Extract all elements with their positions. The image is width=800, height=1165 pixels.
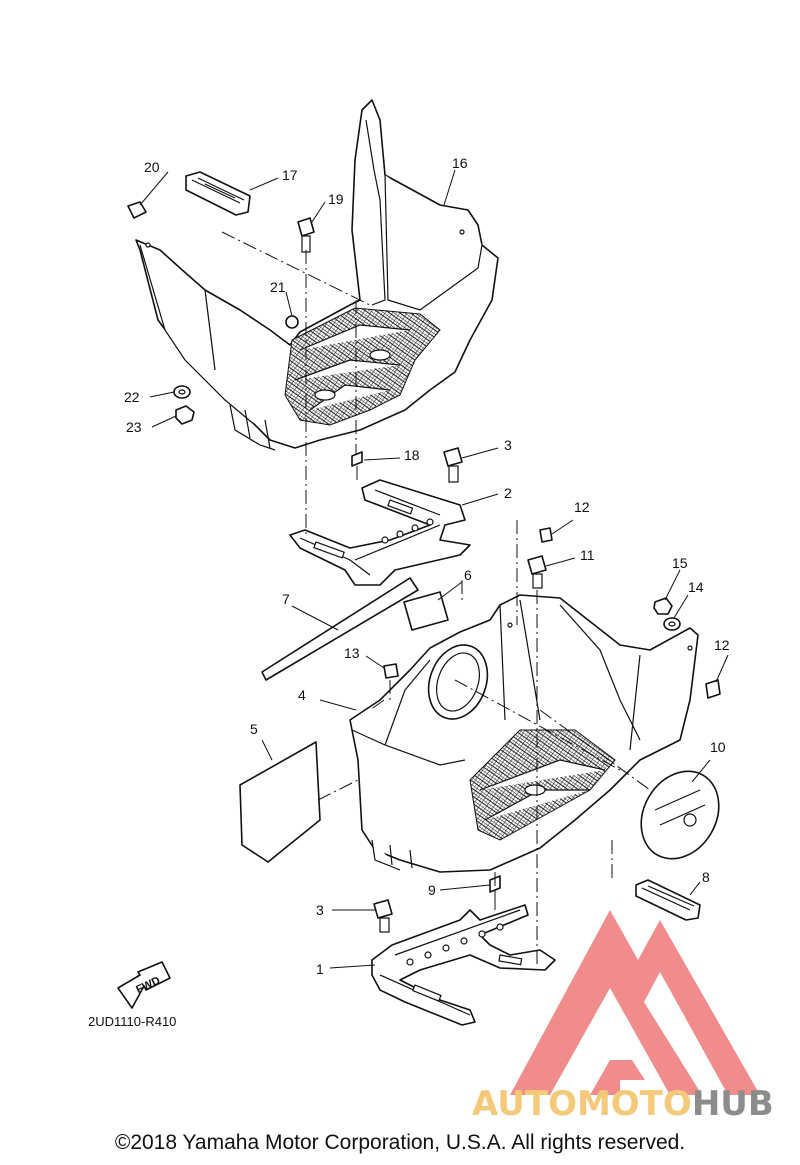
bolt-part-3-lower <box>373 899 393 933</box>
watermark-text: AUTOMOTOHUB <box>472 1084 774 1124</box>
callout-4: 4 <box>298 687 306 703</box>
watermark-text-part2: HUB <box>691 1084 774 1124</box>
callout-11: 11 <box>580 547 595 563</box>
washer-part-14 <box>663 617 681 631</box>
callout-9: 9 <box>428 882 436 898</box>
seal-part-5 <box>239 741 321 863</box>
callout-16: 16 <box>452 155 468 171</box>
screw-part-13 <box>383 663 399 679</box>
callout-20: 20 <box>144 159 160 175</box>
screw-part-12-right <box>705 679 721 699</box>
callout-13: 13 <box>344 645 360 661</box>
seal-part-6 <box>403 591 449 631</box>
callout-3-upper: 3 <box>504 437 512 453</box>
bracket-part-1 <box>371 904 556 1026</box>
callout-19: 19 <box>328 191 344 207</box>
callout-22: 22 <box>124 389 140 405</box>
callout-17: 17 <box>282 167 298 183</box>
leader-lines <box>139 169 729 969</box>
callouts: 20 17 19 16 21 22 23 18 3 2 12 11 15 14 … <box>124 155 730 977</box>
screw-part-21 <box>285 315 299 329</box>
floorboard-upper-part-16 <box>135 99 499 451</box>
step-plate-part-17 <box>185 171 251 216</box>
callout-14: 14 <box>688 579 704 595</box>
callout-12-top: 12 <box>574 499 590 515</box>
cover-part-10 <box>640 770 720 860</box>
watermark-text-part1: AUTOMOTO <box>472 1084 692 1124</box>
callout-8: 8 <box>702 869 710 885</box>
nut-part-23 <box>175 405 195 425</box>
bolt-part-3-upper <box>443 447 463 483</box>
callout-23: 23 <box>126 419 142 435</box>
bolt-part-19 <box>297 217 315 253</box>
rivet-part-18 <box>351 451 363 480</box>
bracket-part-2 <box>289 479 471 586</box>
nut-part-15 <box>653 597 673 615</box>
callout-10: 10 <box>710 739 726 755</box>
callout-5: 5 <box>250 721 258 737</box>
bolt-part-11 <box>527 555 547 589</box>
callout-21: 21 <box>270 279 286 295</box>
drawing-code: 2UD1110-R410 <box>88 1014 177 1029</box>
callout-18: 18 <box>404 447 420 463</box>
callout-15: 15 <box>672 555 688 571</box>
screw-part-12-top <box>539 527 553 543</box>
strip-part-7 <box>261 577 419 681</box>
callout-6: 6 <box>464 567 472 583</box>
callout-1: 1 <box>316 961 324 977</box>
callout-12-right: 12 <box>714 637 730 653</box>
bolt-part-20 <box>127 201 147 219</box>
watermark-logo-icon <box>510 910 760 1095</box>
step-plate-part-8 <box>635 879 701 921</box>
fwd-arrow-icon: FWD <box>117 961 171 1009</box>
callout-7: 7 <box>282 591 290 607</box>
copyright-notice: ©2018 Yamaha Motor Corporation, U.S.A. A… <box>114 1131 686 1154</box>
washer-part-22 <box>173 385 191 399</box>
callout-3-lower: 3 <box>316 902 324 918</box>
callout-2: 2 <box>504 485 512 501</box>
